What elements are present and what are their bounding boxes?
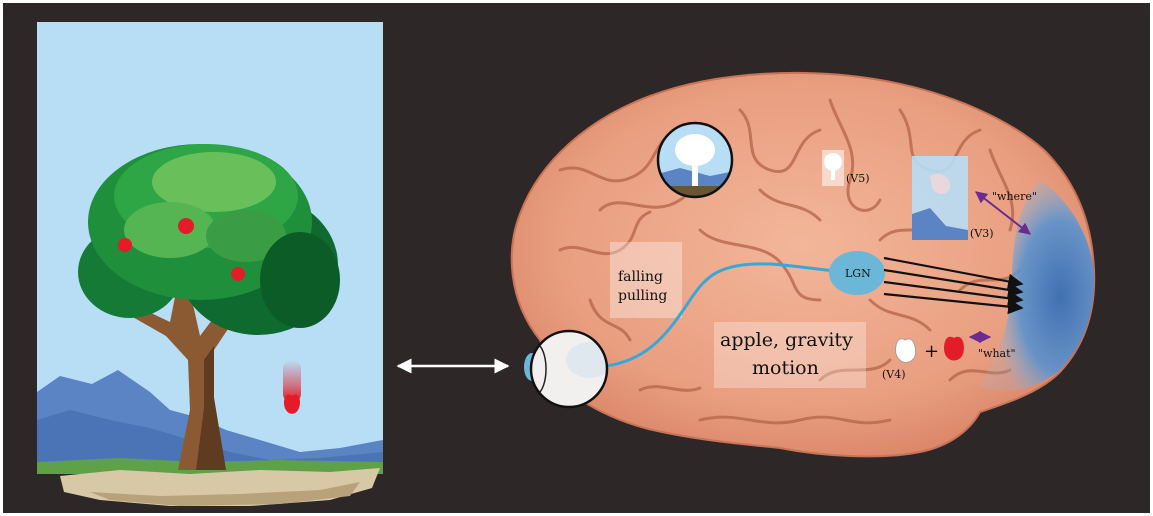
brain-outline [512,73,1094,456]
v5-patch [822,150,844,186]
label-v5: (V5) [846,172,870,185]
apple-1 [178,218,194,234]
v3-patch [912,156,968,240]
label-apple-gravity: apple, gravity [720,329,853,351]
apple-3 [231,267,245,281]
label-motion: motion [752,357,819,379]
falling-apple-trail [283,360,301,402]
label-lgn: LGN [845,267,871,280]
label-falling: falling [618,269,663,285]
label-v4: (V4) [882,368,906,381]
label-what: "what" [978,347,1016,360]
red-apple [944,337,964,361]
label-plus: + [924,341,939,362]
v4-white-apple [896,339,916,363]
brain [512,73,1094,456]
tree-scene [37,22,383,506]
label-pulling: pulling [618,288,667,304]
label-v3: (V3) [970,227,994,240]
apple-2 [118,238,132,252]
label-where: "where" [992,190,1037,203]
